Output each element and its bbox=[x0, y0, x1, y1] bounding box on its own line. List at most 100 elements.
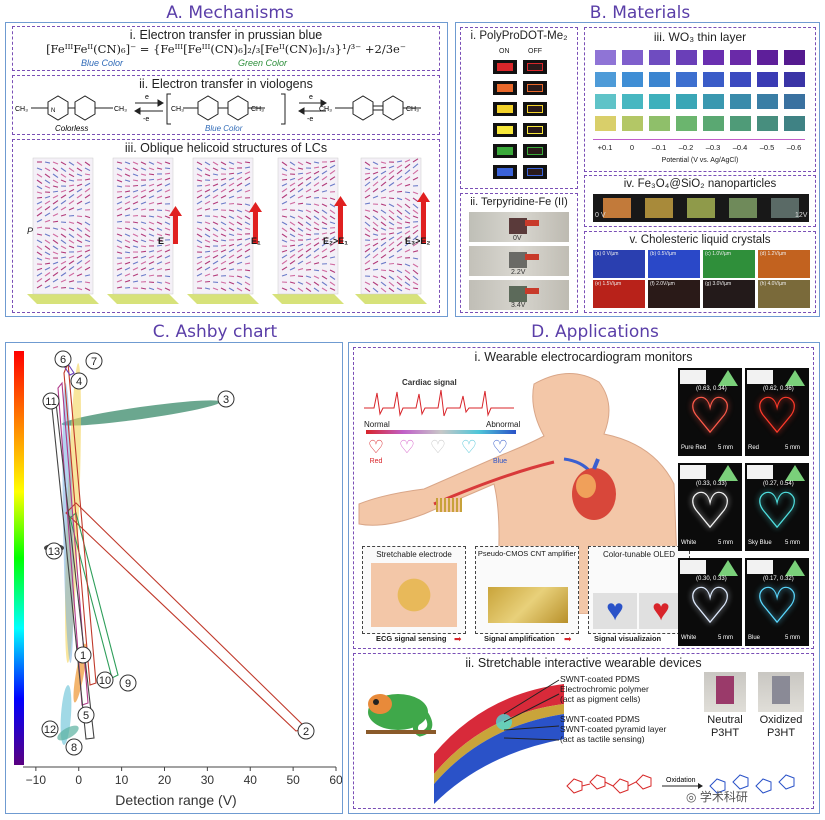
wo3-swatch bbox=[703, 50, 724, 65]
wo3-swatch bbox=[595, 50, 616, 65]
oled-scale-bar: 5 mm bbox=[785, 635, 800, 641]
ashby-range-outline bbox=[65, 502, 308, 732]
section-title-ashby: C. Ashby chart bbox=[152, 322, 278, 342]
wo3-swatch bbox=[595, 94, 616, 109]
ashby-range-outline bbox=[63, 362, 97, 686]
p3ht-structure: Oxidation bbox=[566, 774, 795, 794]
terpyridine-voltage-2: 2.2V bbox=[511, 269, 526, 276]
fe3o4-left-label: 0 V bbox=[595, 212, 606, 219]
oled-coordinate: (0.17, 0.32) bbox=[763, 576, 794, 582]
wo3-swatch bbox=[649, 116, 670, 131]
oxidation-label: Oxidation bbox=[666, 777, 696, 784]
wo3-swatch bbox=[757, 72, 778, 87]
cholesteric-cell-label: (c) 1.0V/µm bbox=[705, 251, 731, 257]
cholesteric-cell: (d) 1.2V/µm bbox=[758, 250, 810, 278]
oled-scale-bar: 5 mm bbox=[785, 445, 800, 451]
oled-ecg-inset bbox=[680, 560, 706, 574]
ashby-marker-label-11: 11 bbox=[45, 396, 56, 408]
flow-visualization: Signal visualizaion bbox=[594, 634, 662, 643]
cholesteric-cell-label: (a) 0 V/µm bbox=[595, 251, 619, 257]
lc-field-label-2: E₁ bbox=[251, 236, 261, 246]
layer-label-3: SWNT-coated PDMS bbox=[560, 714, 640, 724]
ashby-x-tick-label: 20 bbox=[158, 773, 172, 787]
viologen-e1: e bbox=[145, 94, 149, 101]
interactive-devices-panel: ii. Stretchable interactive wearable dev… bbox=[353, 653, 814, 809]
layer-labels: SWNT-coated PDMS Electrochromic polymer … bbox=[560, 674, 666, 744]
oled-color-label: Sky Blue bbox=[748, 540, 772, 546]
oled-heart-icon: ♡ bbox=[687, 483, 733, 539]
cholesteric-cell: (c) 1.0V/µm bbox=[703, 250, 755, 278]
neutral-p3ht-photo bbox=[704, 672, 746, 712]
oled-scale-bar: 5 mm bbox=[785, 540, 800, 546]
cardiac-signal-trace bbox=[364, 389, 514, 417]
ashby-marker-label-13: 13 bbox=[48, 546, 60, 558]
polyprodot-on-sample bbox=[497, 105, 513, 113]
oled-heart-icon: ♡ bbox=[754, 483, 800, 539]
lc-pitch-label: P bbox=[27, 226, 34, 236]
oled-blue-heart: ♥ bbox=[593, 593, 637, 629]
color-tunable-oled-box: Color-tunable OLED ♥ ♥ bbox=[588, 546, 690, 634]
ashby-marker-6 bbox=[54, 350, 72, 368]
wo3-swatch bbox=[595, 116, 616, 131]
ecg-title: i. Wearable electrocardiogram monitors bbox=[474, 350, 693, 364]
oled-color-label: White bbox=[681, 540, 697, 546]
prussian-blue-color-label: Blue Color bbox=[81, 58, 124, 68]
ashby-marker-label-6: 6 bbox=[60, 354, 66, 366]
wo3-swatch bbox=[784, 116, 805, 131]
color-scale-bar bbox=[366, 430, 516, 434]
fe3o4-right-label: 12V bbox=[795, 212, 808, 219]
prussian-blue-title: i. Electron transfer in prussian blue bbox=[129, 28, 323, 42]
cholesteric-cell-label: (e) 1.5V/µm bbox=[595, 281, 622, 287]
wo3-swatch bbox=[622, 50, 643, 65]
viologen-ch3-6: CH₃ bbox=[406, 106, 419, 113]
polyprodot-off-sample bbox=[527, 147, 543, 155]
lc-helicoid-illustration bbox=[27, 157, 430, 304]
ashby-marker-3 bbox=[217, 390, 235, 408]
wo3-swatch bbox=[676, 116, 697, 131]
wo3-swatch bbox=[757, 50, 778, 65]
wo3-title: iii. WO₃ thin layer bbox=[653, 30, 747, 44]
cholesteric-panel: v. Cholesteric liquid crystals (a) 0 V/µ… bbox=[584, 231, 816, 313]
ashby-range-shape bbox=[61, 400, 221, 426]
oxidized-p3ht-photo bbox=[758, 672, 804, 712]
oled-ecg-inset bbox=[747, 370, 773, 384]
flow-amplification: Signal amplification bbox=[484, 634, 555, 643]
stretchable-electrode-box: Stretchable electrode bbox=[362, 546, 466, 634]
viologen-structures: N CH₃ CH₃ CH₃ CH₃ CH₃ CH₃ e -e e -e Colo… bbox=[15, 93, 421, 133]
oled-scale-bar: 5 mm bbox=[718, 540, 733, 546]
wo3-tick-label: –0.4 bbox=[732, 143, 748, 152]
oled-coordinate: (0.62, 0.36) bbox=[763, 386, 794, 392]
wo3-swatch bbox=[703, 116, 724, 131]
wo3-tick-label: –0.6 bbox=[786, 143, 802, 152]
oled-ecg-inset bbox=[680, 465, 706, 479]
neutral-p3ht-label: P3HT bbox=[710, 727, 740, 739]
ashby-marker-label-9: 9 bbox=[125, 678, 131, 690]
wechat-icon: ◎ bbox=[686, 790, 697, 804]
fe3o4-title: iv. Fe₃O₄@SiO₂ nanoparticles bbox=[623, 178, 777, 190]
ashby-marker-1 bbox=[74, 646, 92, 664]
ashby-marker-label-5: 5 bbox=[83, 710, 89, 722]
oled-red-heart: ♥ bbox=[639, 593, 683, 629]
cie-diagram-icon bbox=[718, 465, 738, 481]
wo3-swatch bbox=[784, 94, 805, 109]
neutral-label: Neutral bbox=[707, 714, 743, 726]
abnormal-label: Abnormal bbox=[486, 420, 521, 429]
ashby-marker-label-1: 1 bbox=[80, 650, 86, 662]
wo3-tick-label: –0.3 bbox=[705, 143, 721, 152]
ashby-marker-label-4: 4 bbox=[76, 376, 82, 388]
viologen-title: ii. Electron transfer in viologens bbox=[139, 77, 313, 91]
polyprodot-off-sample bbox=[527, 84, 543, 92]
polyprodot-off-sample bbox=[527, 105, 543, 113]
color-tunable-oled-label: Color-tunable OLED bbox=[602, 550, 676, 559]
cholesteric-cell-label: (d) 1.2V/µm bbox=[760, 251, 787, 257]
ashby-xlabel: Detection range (V) bbox=[115, 792, 236, 808]
section-title-mechanisms: A. Mechanisms bbox=[166, 3, 294, 23]
ashby-marker-label-2: 2 bbox=[303, 726, 309, 738]
prussian-blue-equation: [FeᴵᴵᴵFeᴵᴵ(CN)₆]⁻ = {Feᴵᴵᴵ[Feᴵᴵᴵ(CN)₆]₂/… bbox=[46, 42, 406, 56]
wo3-swatch bbox=[730, 116, 751, 131]
wrist-electrode-patch bbox=[436, 498, 462, 512]
